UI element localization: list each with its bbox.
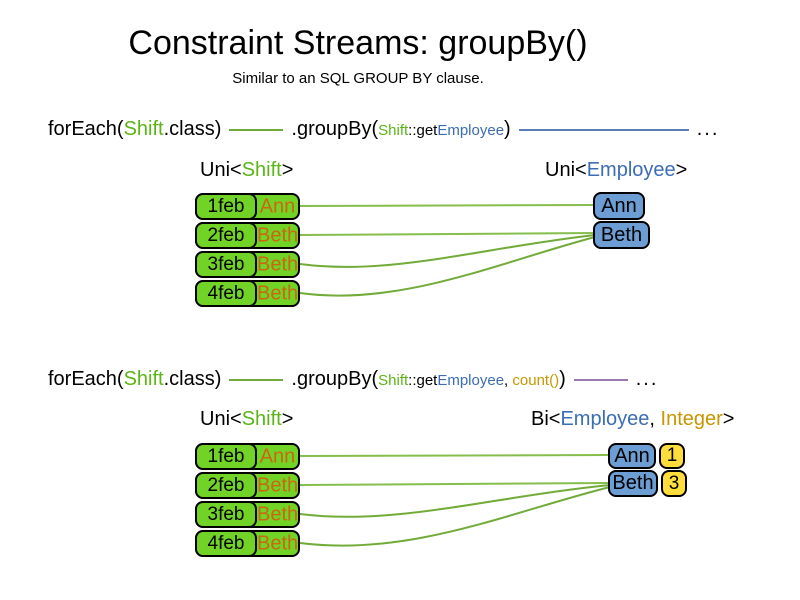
code2-arg-getter: ::get [408,372,438,389]
code1-groupby: .groupBy( [291,118,379,140]
connector-2feb-to-beth [299,232,596,236]
uni-shift-label-1: Uni<Shift> [200,159,294,181]
shift-employee-label: Ann [259,445,296,467]
code2-comma: , [504,372,513,389]
shift-date-box: 1feb [195,443,257,470]
code1-class: .class) [163,118,222,140]
code-line-2: forEach(Shift.class) .groupBy(Shift::get… [48,368,658,391]
connector-3feb-to-beth [299,234,596,268]
shift-date-box: 2feb [195,472,257,499]
code2-class: .class) [163,368,222,390]
code1-arg-employee: Employee [437,122,505,139]
shift-row: 1feb Ann [195,193,300,220]
shift-employee-label: Beth [257,282,299,304]
code1-green-wire [229,128,284,131]
shift-row: 4feb Beth [195,530,300,557]
shift-employee-label: Beth [257,474,299,496]
code2-green-wire [229,378,284,381]
shift-date-box: 4feb [195,530,257,557]
code2-ellipsis: ... [635,368,659,390]
code2-arg-employee: Employee [437,372,505,389]
page-subtitle: Similar to an SQL GROUP BY clause. [232,70,484,87]
shift-row: 4feb Beth [195,280,300,307]
code1-foreach: forEach( [48,118,124,140]
code2-close-paren: ) [559,368,566,390]
code2-arg-shift: Shift [378,372,409,389]
shift-row: 1feb Ann [195,443,300,470]
count-box-beth: 3 [661,470,687,497]
code1-arg-getter: ::get [408,122,438,139]
page-title: Constraint Streams: groupBy() [128,24,588,62]
count-box-ann: 1 [659,443,685,469]
shift-date-box: 4feb [195,280,257,307]
connector2-3feb-to-beth [299,484,611,518]
code1-blue-wire [518,128,689,131]
shift-date-box: 3feb [195,501,257,528]
shift-row: 2feb Beth [195,472,300,499]
uni-employee-label: Uni<Employee> [545,159,688,181]
code2-purple-wire [573,378,628,381]
shift-employee-label: Ann [259,195,296,217]
group-box-beth: Beth [593,221,650,249]
shift-date-box: 1feb [195,193,257,220]
connector-4feb-to-beth [299,236,596,297]
shift-employee-label: Beth [257,532,299,554]
connector2-4feb-to-beth [299,486,611,547]
code-line-1: forEach(Shift.class) .groupBy(Shift::get… [48,118,719,141]
group-box-beth-2: Beth [608,470,658,497]
shift-employee-label: Beth [257,224,299,246]
bi-employee-integer-label: Bi<Employee, Integer> [531,408,735,430]
connector2-1feb-to-ann [299,454,611,457]
connector-1feb-to-ann [299,204,596,207]
shift-employee-label: Beth [257,253,299,275]
code1-ellipsis: ... [696,118,720,140]
uni-shift-label-2: Uni<Shift> [200,408,294,430]
shift-row: 3feb Beth [195,501,300,528]
code2-shift: Shift [123,368,164,390]
group-box-ann-2: Ann [608,443,656,469]
connector2-2feb-to-beth [299,482,611,486]
shift-row: 2feb Beth [195,222,300,249]
group-box-ann: Ann [593,192,645,220]
code2-count: count() [512,372,560,389]
code1-shift: Shift [123,118,164,140]
shift-employee-label: Beth [257,503,299,525]
shift-date-box: 3feb [195,251,257,278]
code2-groupby: .groupBy( [291,368,379,390]
code1-arg-shift: Shift [378,122,409,139]
code1-close-paren: ) [504,118,511,140]
code2-foreach: forEach( [48,368,124,390]
shift-date-box: 2feb [195,222,257,249]
shift-row: 3feb Beth [195,251,300,278]
